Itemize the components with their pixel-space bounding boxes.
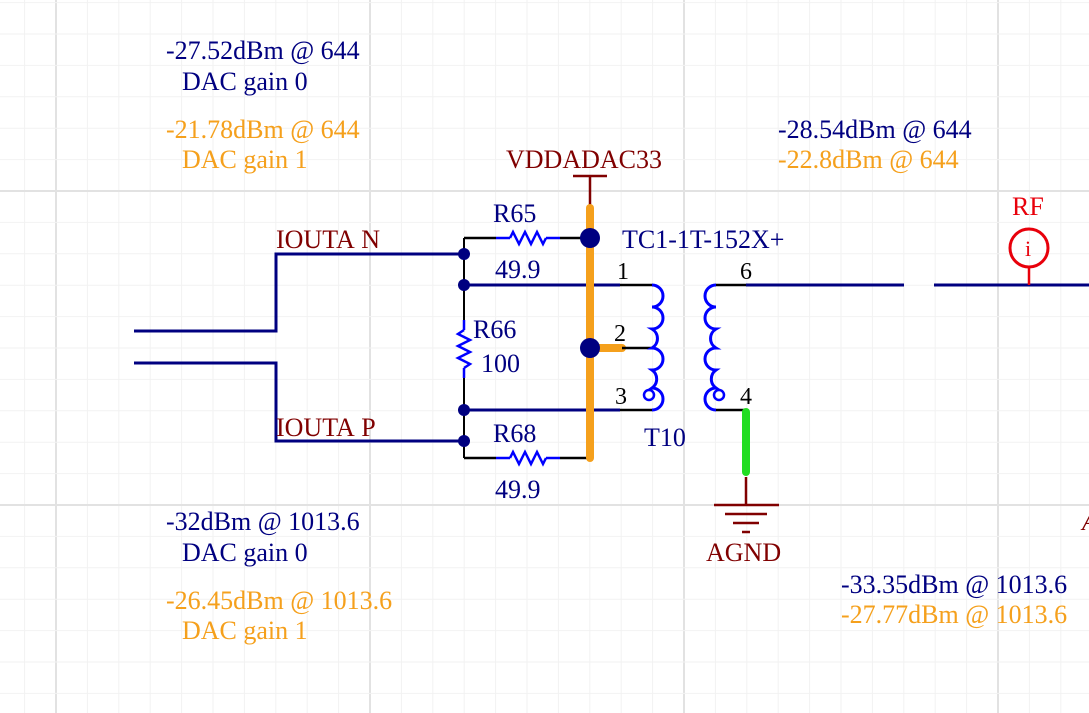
pin-number-3: 3 xyxy=(615,384,627,410)
pin-number-1: 1 xyxy=(617,259,629,285)
junction-dot xyxy=(458,279,470,291)
net-label-iouta-n-text: IOUTA N xyxy=(276,225,380,254)
input-644-gain1-level: -21.78dBm @ 644 xyxy=(166,115,360,144)
primary-coil-icon xyxy=(646,283,665,412)
t10-designator[interactable]: T10 xyxy=(644,423,686,452)
junction-dot xyxy=(458,435,470,447)
r65-designator[interactable]: R65 xyxy=(493,199,536,228)
output-1013-gain0-level: -33.35dBm @ 1013.6 xyxy=(841,570,1067,599)
output-644-gain0-level: -28.54dBm @ 644 xyxy=(778,115,972,144)
rf-port-glyph: i xyxy=(1025,236,1031,261)
text-labels: -27.52dBm @ 644 DAC gain 0 -21.78dBm @ 6… xyxy=(166,36,1089,645)
transformer-t10[interactable] xyxy=(620,283,746,412)
input-wires[interactable] xyxy=(134,252,464,443)
output-net[interactable] xyxy=(746,227,1089,287)
junctions xyxy=(458,228,600,447)
input-1013-gain0-label: DAC gain 0 xyxy=(182,538,308,567)
input-1013-gain1-label: DAC gain 1 xyxy=(182,616,308,645)
wire-iouta-n[interactable] xyxy=(134,252,464,333)
pin-number-2: 2 xyxy=(614,321,626,347)
junction-dot xyxy=(580,338,600,358)
input-644-gain0-level: -27.52dBm @ 644 xyxy=(166,36,360,65)
power-port-agnd[interactable]: AGND xyxy=(706,538,781,567)
rf-port-name[interactable]: RF xyxy=(1012,192,1044,221)
r68-resistor-icon[interactable] xyxy=(508,449,548,467)
secondary-polarity-dot-icon xyxy=(712,388,726,402)
primary-polarity-dot-icon xyxy=(642,388,656,402)
r68-designator[interactable]: R68 xyxy=(493,419,536,448)
r66-value[interactable]: 100 xyxy=(481,349,520,378)
rf-port-info-icon[interactable] xyxy=(1008,227,1050,269)
secondary-coil-icon xyxy=(703,283,722,412)
net-label-partial: A xyxy=(1080,507,1089,536)
pin-number-4: 4 xyxy=(740,384,752,410)
junction-dot xyxy=(458,404,470,416)
t10-part-number[interactable]: TC1-1T-152X+ xyxy=(622,225,784,254)
net-label-iouta-p-text: IOUTA P xyxy=(276,413,376,442)
net-label-iouta-n[interactable]: IOUTA N xyxy=(276,225,380,254)
wire-iouta-p[interactable] xyxy=(134,361,464,443)
r68-value[interactable]: 49.9 xyxy=(495,475,541,504)
output-644-gain1-level: -22.8dBm @ 644 xyxy=(778,145,959,174)
r66-designator[interactable]: R66 xyxy=(473,315,516,344)
net-label-iouta-p[interactable]: IOUTA P xyxy=(276,413,376,442)
r65-resistor-icon[interactable] xyxy=(508,229,548,247)
input-644-gain1-label: DAC gain 1 xyxy=(182,145,308,174)
junction-dot xyxy=(580,228,600,248)
input-644-gain0-label: DAC gain 0 xyxy=(182,67,308,96)
input-1013-gain1-level: -26.45dBm @ 1013.6 xyxy=(166,586,392,615)
junction-dot xyxy=(458,248,470,260)
input-1013-gain0-level: -32dBm @ 1013.6 xyxy=(166,507,360,536)
ground-net[interactable] xyxy=(714,408,779,534)
pin-number-6: 6 xyxy=(740,259,752,285)
r66-resistor-icon[interactable] xyxy=(455,328,473,370)
r65-value[interactable]: 49.9 xyxy=(495,255,541,284)
power-port-vddadac33[interactable]: VDDADAC33 xyxy=(506,145,662,174)
output-1013-gain1-level: -27.77dBm @ 1013.6 xyxy=(841,600,1067,629)
